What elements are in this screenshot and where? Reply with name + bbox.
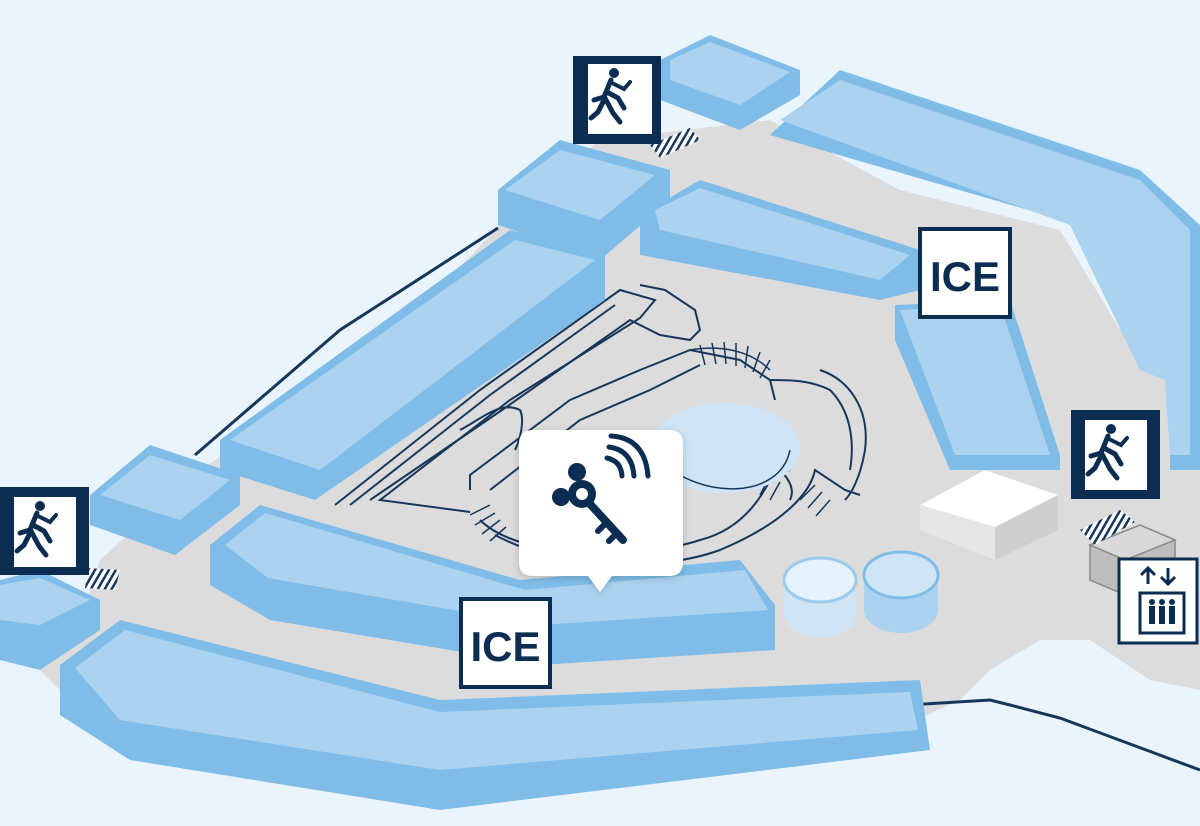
elevator-sign[interactable]	[1117, 557, 1199, 645]
block-right-vertical	[895, 300, 1060, 470]
ice-sign-right[interactable]: ICE	[918, 227, 1012, 319]
block-top-small	[660, 35, 800, 130]
block-bottom-center	[210, 505, 775, 665]
crosswalks	[85, 128, 1135, 590]
ice-sign-label: ICE	[470, 623, 540, 670]
cylinders	[782, 550, 940, 637]
exit-sign-top[interactable]	[573, 56, 661, 144]
exit-sign-left[interactable]	[0, 487, 89, 575]
magic-key-wireless-icon	[552, 433, 651, 544]
elevator-icon	[1138, 565, 1186, 635]
plaza-stairs	[469, 341, 831, 542]
central-plaza-outline	[334, 284, 867, 566]
white-kiosk-block	[920, 470, 1058, 560]
block-left-small	[90, 445, 240, 555]
exit-sign-right[interactable]	[1071, 410, 1160, 499]
ice-sign-bottom[interactable]: ICE	[459, 597, 552, 689]
block-center-strip	[640, 180, 920, 300]
cylinder-right	[862, 550, 940, 633]
running-man-exit-icon	[14, 501, 58, 558]
cylinder-left	[782, 556, 858, 637]
ice-sign-label: ICE	[930, 253, 1000, 300]
running-man-exit-icon	[1085, 424, 1129, 481]
block-left-long	[220, 230, 605, 500]
block-bottom-long	[60, 620, 930, 810]
building-blocks	[0, 35, 1200, 810]
block-middle-top	[498, 140, 670, 260]
block-far-left	[0, 570, 100, 670]
block-top-right	[770, 70, 1200, 470]
running-man-exit-icon	[588, 68, 632, 125]
